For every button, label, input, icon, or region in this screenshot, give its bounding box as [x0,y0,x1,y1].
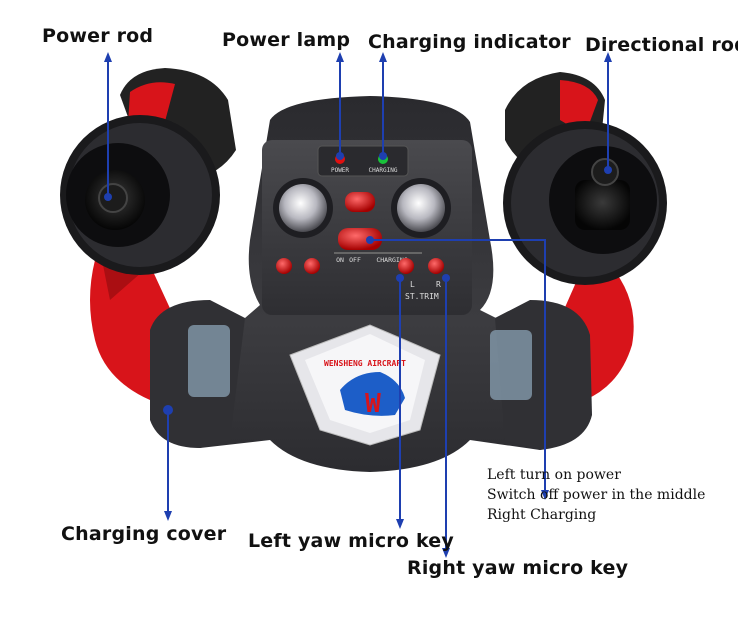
right-yaw-micro-key-label: Right yaw micro key [407,557,629,579]
charging-cover-label: Charging cover [61,523,227,545]
badge-logo-letter: W [365,389,381,419]
right-lens-glass [397,184,445,232]
st-trim-text: ST.TRIM [405,292,439,301]
trim-l-text: L [410,280,415,289]
switch-charging-text: CHARGING [376,256,407,264]
left-lens-glass [279,184,327,232]
center-red-button[interactable] [345,192,375,212]
brand-badge: W WENSHENG AIRCRAFT [289,324,441,446]
power-rod-label: Power rod [42,25,154,47]
switch-arrow [370,239,549,500]
left-yaw-micro-key-label: Left yaw micro key [248,530,454,552]
power-led-text: POWER [331,167,349,174]
charging-led-text: CHARGING [369,167,398,174]
switch-note: Left turn on power Switch off power in t… [487,465,705,525]
trim-r-text: R [436,280,441,289]
charging-indicator-label: Charging indicator [368,31,571,53]
callout-arrows [104,52,612,558]
switch-note-line-3: Right Charging [487,507,597,523]
left-side-window [188,325,230,397]
left-trim-button-1[interactable] [276,258,292,274]
switch-note-line-1: Left turn on power [487,467,621,483]
directional-rod-label: Directional rod [585,34,738,56]
power-lamp-label: Power lamp [222,29,351,51]
power-rod[interactable] [60,115,220,275]
right-yaw-micro-key[interactable] [428,258,444,274]
left-trim-button-2[interactable] [304,258,320,274]
badge-brand-text: WENSHENG AIRCRAFT [324,359,406,368]
switch-note-line-2: Switch off power in the middle [487,487,706,503]
right-side-window [490,330,532,400]
directional-rod[interactable] [503,121,667,285]
power-switch[interactable] [338,228,382,250]
switch-on-text: ON [336,256,344,264]
switch-track [334,252,422,254]
switch-off-text: OFF [349,256,361,264]
left-yaw-micro-key[interactable] [398,258,414,274]
